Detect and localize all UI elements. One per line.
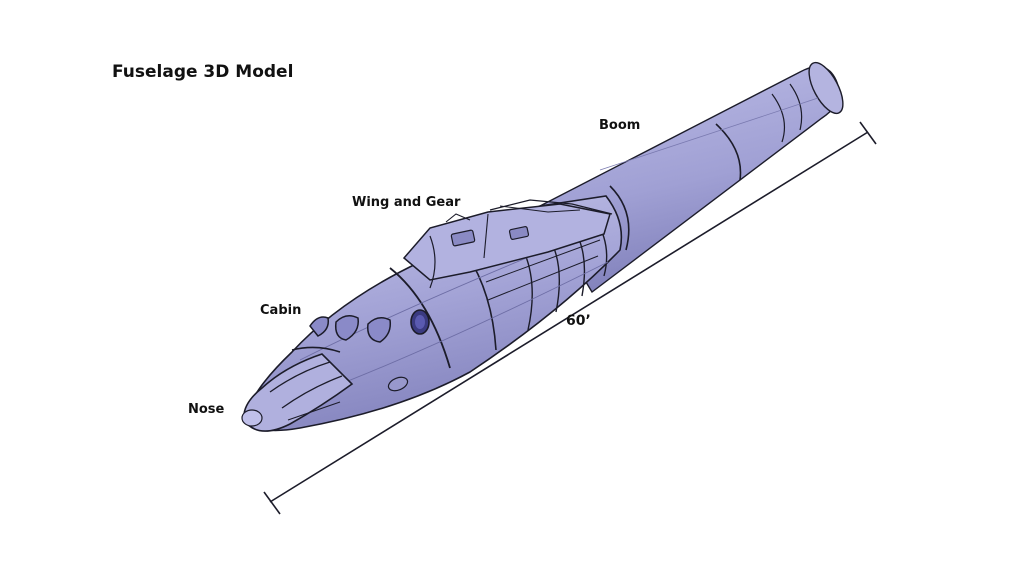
dimension-line [263,121,877,515]
label-wing-and-gear: Wing and Gear [352,195,461,210]
label-boom: Boom [599,118,641,133]
label-nose: Nose [188,402,225,417]
wing-gear-structure [402,199,613,289]
diagram-title: Fuselage 3D Model [112,62,294,82]
cabin-windows [309,309,430,392]
label-cabin: Cabin [260,303,302,318]
dimension-length-label: 60’ [566,313,591,329]
nose-cone [241,346,354,432]
